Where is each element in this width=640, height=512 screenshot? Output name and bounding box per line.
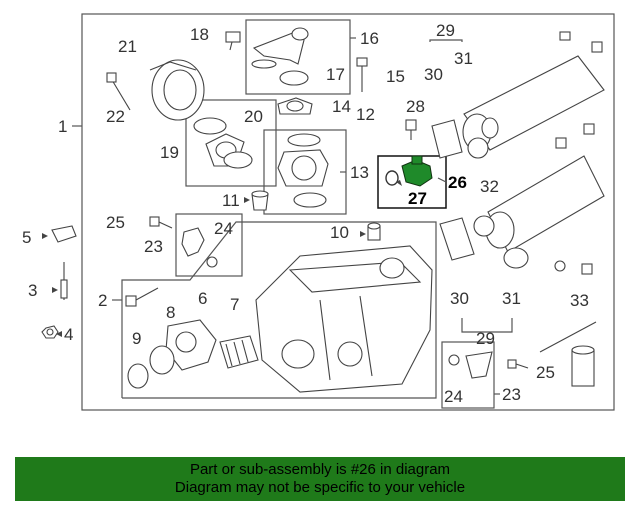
frame-16-17 bbox=[245, 19, 351, 95]
callout-24: 24 bbox=[214, 219, 233, 238]
callout-33: 33 bbox=[570, 291, 589, 310]
part-25-bolt-lower[interactable] bbox=[507, 359, 529, 369]
callout-32: 32 bbox=[480, 177, 499, 196]
frame-2 bbox=[121, 221, 437, 399]
callout-28: 28 bbox=[406, 97, 425, 116]
callout-13: 13 bbox=[350, 163, 369, 182]
banner-line-2: Diagram may not be specific to your vehi… bbox=[174, 479, 466, 496]
callout-30: 30 bbox=[424, 65, 443, 84]
part-10-fitting[interactable] bbox=[367, 222, 381, 241]
callout-31-lower: 31 bbox=[502, 289, 521, 308]
arrow-4 bbox=[56, 331, 62, 337]
part-18-connector[interactable] bbox=[225, 31, 241, 51]
leader-26 bbox=[437, 177, 447, 183]
part-21-housing[interactable] bbox=[149, 59, 205, 121]
part-11-plug[interactable] bbox=[251, 190, 269, 211]
arrow-10 bbox=[360, 231, 366, 237]
callout-16: 16 bbox=[360, 29, 379, 48]
part-32-orings[interactable] bbox=[467, 137, 495, 237]
part-4-nut[interactable] bbox=[41, 325, 59, 339]
callout-19: 19 bbox=[160, 143, 179, 162]
part-7-bellows[interactable] bbox=[219, 335, 259, 369]
part-30-gasket-bottom[interactable] bbox=[439, 217, 475, 261]
part-5-gasket[interactable] bbox=[51, 225, 77, 243]
part-27-oring[interactable] bbox=[385, 170, 399, 186]
part-31-intercooler-bottom[interactable] bbox=[485, 155, 605, 269]
part-6-valve[interactable] bbox=[149, 319, 217, 375]
part-25-bolt[interactable] bbox=[149, 216, 173, 229]
callout-29-lower: 29 bbox=[476, 329, 495, 348]
frame-23-24 bbox=[175, 213, 243, 277]
part-plugs-top-right[interactable] bbox=[554, 31, 603, 275]
callout-17: 17 bbox=[326, 65, 345, 84]
callout-6: 6 bbox=[198, 289, 207, 308]
part-26-sensor[interactable] bbox=[401, 155, 433, 187]
parts-diagram: 1 2 3 4 5 6 7 8 9 10 11 12 13 14 15 16 1… bbox=[22, 13, 615, 411]
part-19-flange[interactable] bbox=[193, 117, 253, 169]
arrow-3 bbox=[52, 287, 58, 293]
callout-5: 5 bbox=[22, 228, 31, 247]
part-3-stud[interactable] bbox=[60, 262, 68, 300]
part-notice-banner: Part or sub-assembly is #26 in diagram D… bbox=[15, 457, 625, 501]
callout-15: 15 bbox=[386, 67, 405, 86]
arrow-11 bbox=[244, 197, 250, 203]
callout-23: 23 bbox=[144, 237, 163, 256]
callout-2: 2 bbox=[98, 291, 107, 310]
callout-14: 14 bbox=[332, 97, 351, 116]
part-22-bolt[interactable] bbox=[106, 72, 131, 111]
part-23-sensor[interactable] bbox=[181, 227, 218, 268]
part-28-bolt[interactable] bbox=[405, 119, 417, 140]
part-31-intercooler-top[interactable] bbox=[462, 55, 605, 151]
part-33-rod[interactable] bbox=[539, 321, 597, 353]
callout-24-lower: 24 bbox=[444, 387, 463, 406]
callout-18: 18 bbox=[190, 25, 209, 44]
part-14-flange[interactable] bbox=[277, 97, 313, 115]
banner-line-1: Part or sub-assembly is #26 in diagram bbox=[189, 461, 451, 478]
part-15-bolt[interactable] bbox=[356, 57, 368, 92]
callout-25-lower: 25 bbox=[536, 363, 555, 382]
part-9-oring[interactable] bbox=[127, 363, 149, 389]
callout-4: 4 bbox=[64, 325, 73, 344]
callout-3: 3 bbox=[28, 281, 37, 300]
callout-29: 29 bbox=[436, 21, 455, 40]
callout-21: 21 bbox=[118, 37, 137, 56]
arrow-5 bbox=[42, 233, 48, 239]
part-8-bolt[interactable] bbox=[125, 287, 159, 307]
callout-30-lower: 30 bbox=[450, 289, 469, 308]
part-30-gasket-top[interactable] bbox=[431, 119, 463, 159]
part-oil-filter[interactable] bbox=[571, 345, 595, 387]
part-13-throttle-body[interactable] bbox=[277, 133, 329, 208]
arrow-27 bbox=[396, 180, 402, 186]
part-17-seals[interactable] bbox=[251, 59, 309, 86]
callout-27: 27 bbox=[408, 189, 427, 208]
callout-25: 25 bbox=[106, 213, 125, 232]
callout-1: 1 bbox=[58, 117, 67, 136]
supercharger-assembly[interactable] bbox=[255, 245, 433, 393]
callout-10: 10 bbox=[330, 223, 349, 242]
callout-31: 31 bbox=[454, 49, 473, 68]
callout-8: 8 bbox=[166, 303, 175, 322]
part-23-bracket-lower[interactable] bbox=[448, 351, 493, 379]
main-frame bbox=[81, 13, 615, 411]
callout-9: 9 bbox=[132, 329, 141, 348]
bracket-29-top bbox=[429, 39, 463, 42]
callout-23-lower: 23 bbox=[502, 385, 521, 404]
callout-7: 7 bbox=[230, 295, 239, 314]
frame-19-20 bbox=[185, 99, 277, 187]
callout-26: 26 bbox=[448, 173, 467, 192]
frame-23-24-b bbox=[441, 341, 495, 409]
callout-12: 12 bbox=[356, 105, 375, 124]
callout-22: 22 bbox=[106, 107, 125, 126]
callout-11: 11 bbox=[222, 191, 240, 210]
part-16-pipe[interactable] bbox=[252, 27, 309, 65]
callout-20: 20 bbox=[244, 107, 263, 126]
bracket-29-bottom bbox=[461, 318, 513, 333]
